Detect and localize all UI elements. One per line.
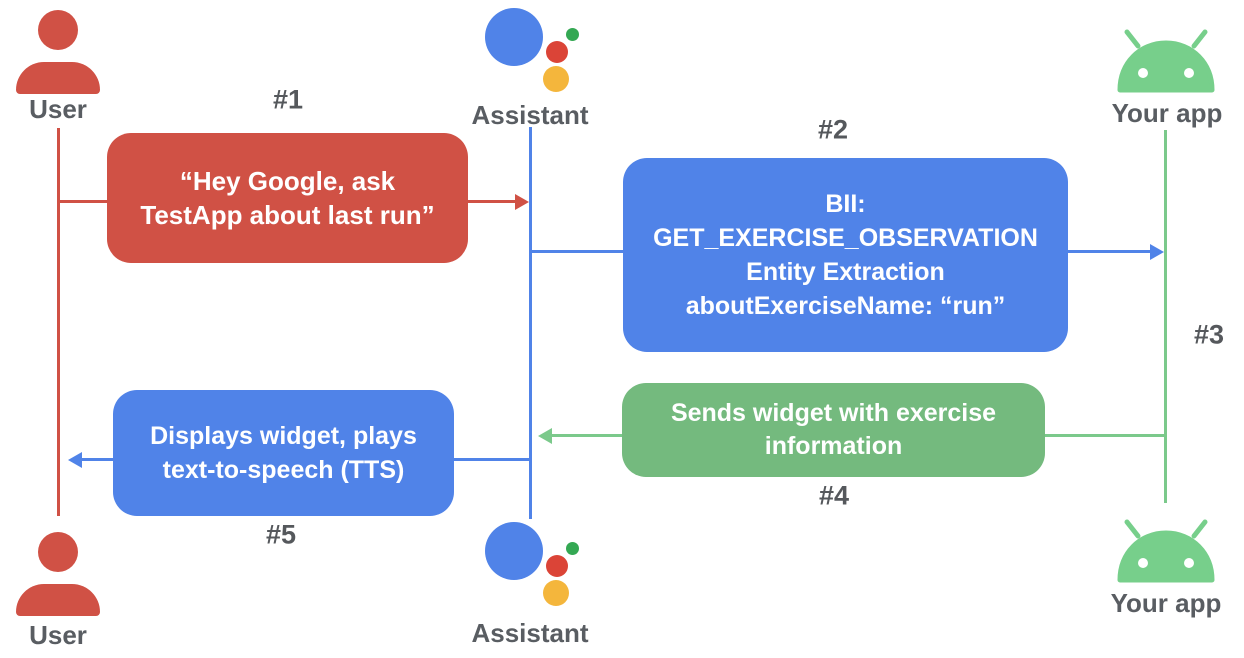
assistant-blue-circle-icon bbox=[485, 522, 543, 580]
arrow5-line-right bbox=[454, 458, 531, 461]
person-head-icon bbox=[38, 532, 78, 572]
assistant-green-dot-icon bbox=[566, 542, 579, 555]
person-torso-icon bbox=[16, 584, 100, 616]
user-lifeline bbox=[57, 128, 60, 516]
arrow2-line-right bbox=[1068, 250, 1150, 253]
step-label-5: #5 bbox=[265, 519, 297, 550]
assistant-red-dot-icon bbox=[546, 41, 568, 63]
step-label-1: #1 bbox=[272, 84, 304, 115]
person-head-icon bbox=[38, 10, 78, 50]
assistant-top-label: Assistant bbox=[471, 100, 589, 130]
assistant-bottom-label: Assistant bbox=[471, 618, 589, 648]
arrow2-line-left bbox=[531, 250, 623, 253]
user-person-bottom-icon bbox=[16, 532, 100, 616]
message-box-1: “Hey Google, ask TestApp about last run” bbox=[107, 133, 468, 263]
message-box-5: Displays widget, plays text-to-speech (T… bbox=[113, 390, 454, 516]
android-robot-bottom-icon bbox=[1117, 519, 1215, 583]
assistant-red-dot-icon bbox=[546, 555, 568, 577]
assistant-lifeline bbox=[529, 127, 532, 519]
assistant-logo-bottom-icon bbox=[480, 520, 580, 612]
message-box-4: Sends widget with exercise information bbox=[622, 383, 1045, 477]
user-bottom-label: User bbox=[29, 620, 87, 650]
app-top-label: Your app bbox=[1111, 98, 1223, 128]
step-label-4: #4 bbox=[818, 480, 850, 511]
assistant-green-dot-icon bbox=[566, 28, 579, 41]
message-1-line1: “Hey Google, ask bbox=[179, 166, 396, 196]
message-2-line3: Entity Extraction bbox=[746, 258, 945, 286]
message-5-line1: Displays widget, plays bbox=[150, 422, 417, 450]
android-robot-icon bbox=[1117, 29, 1215, 93]
app-lifeline bbox=[1164, 130, 1167, 503]
message-4-line2: information bbox=[764, 432, 903, 460]
arrow5-head-icon bbox=[68, 452, 82, 468]
message-2-line1: BII: bbox=[825, 190, 866, 218]
arrow5-line-left bbox=[82, 458, 113, 461]
arrow4-line-left bbox=[552, 434, 622, 437]
assistant-blue-circle-icon bbox=[485, 8, 543, 66]
step-label-3: #3 bbox=[1193, 319, 1225, 350]
message-2-line2: GET_EXERCISE_OBSERVATION bbox=[653, 224, 1038, 252]
assistant-logo-icon bbox=[480, 6, 580, 98]
arrow1-line-right bbox=[468, 200, 515, 203]
message-2-line4: aboutExerciseName: “run” bbox=[685, 292, 1006, 320]
arrow2-head-icon bbox=[1150, 244, 1164, 260]
arrow1-head-icon bbox=[515, 194, 529, 210]
message-4-line1: Sends widget with exercise bbox=[670, 399, 997, 427]
arrow4-line-right bbox=[1045, 434, 1166, 437]
arrow1-line-left bbox=[58, 200, 110, 203]
assistant-yellow-dot-icon bbox=[543, 580, 569, 606]
user-person-icon bbox=[16, 10, 100, 94]
message-box-2: BII: GET_EXERCISE_OBSERVATION Entity Ext… bbox=[623, 158, 1068, 352]
person-torso-icon bbox=[16, 62, 100, 94]
user-top-label: User bbox=[29, 94, 87, 124]
step-label-2: #2 bbox=[817, 114, 849, 145]
app-bottom-label: Your app bbox=[1110, 588, 1222, 618]
message-5-line2: text-to-speech (TTS) bbox=[162, 456, 405, 484]
message-1-line2: TestApp about last run” bbox=[140, 200, 435, 230]
assistant-yellow-dot-icon bbox=[543, 66, 569, 92]
arrow4-head-icon bbox=[538, 428, 552, 444]
